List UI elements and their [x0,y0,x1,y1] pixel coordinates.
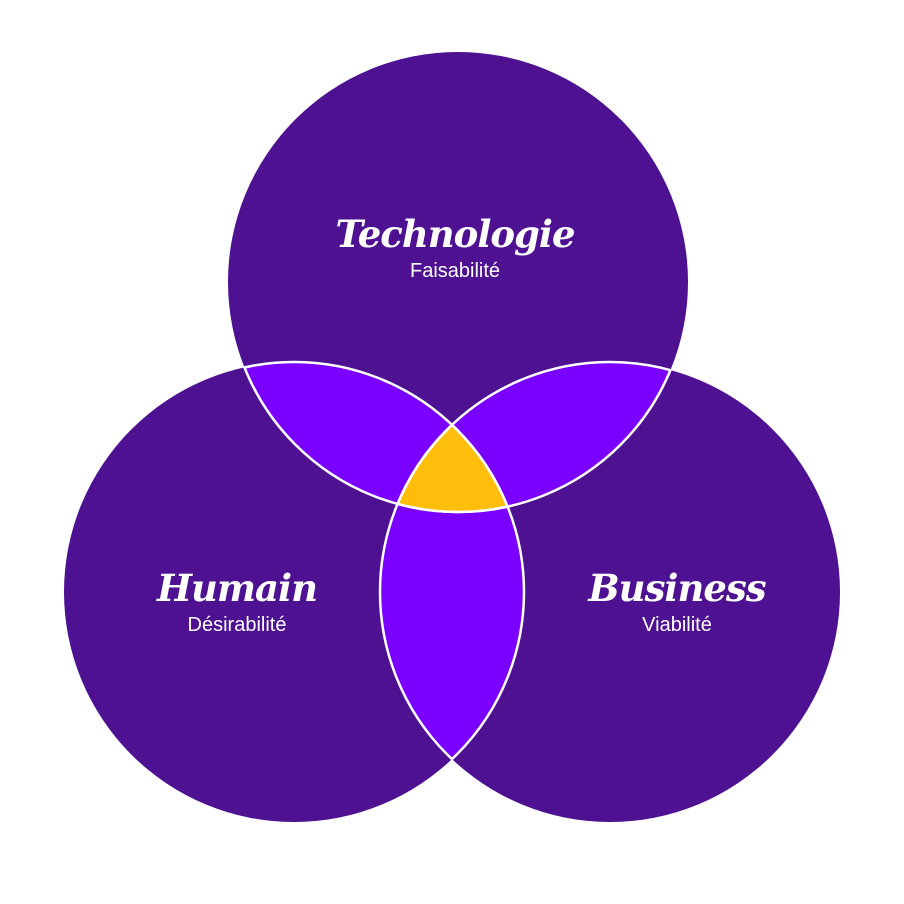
intersection-tech-business [380,362,688,512]
label-humain: Humain Désirabilité [157,566,318,637]
circle-subtitle: Viabilité [642,614,712,636]
intersection-tech-humain [228,362,524,512]
circle-subtitle: Désirabilité [187,614,287,636]
circle-subtitle: Faisabilité [409,260,501,282]
label-business: Business Viabilité [588,566,766,637]
label-technologie: Technologie Faisabilité [335,212,575,283]
circle-title: Humain [157,566,318,610]
circle-title: Technologie [335,212,575,256]
circle-title: Business [588,566,766,610]
